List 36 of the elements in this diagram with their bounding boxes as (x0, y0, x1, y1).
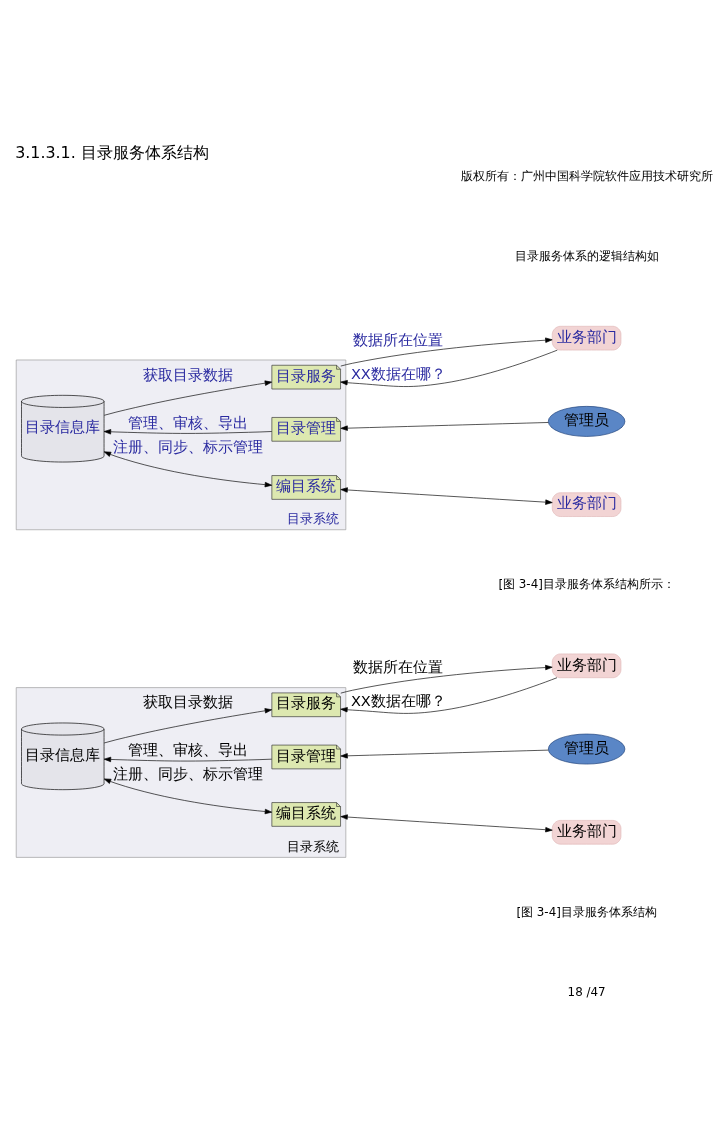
edge-label: 获取目录数据 (142, 694, 233, 711)
edge-label: 注册、同步、标示管理 (112, 439, 263, 456)
arrow (103, 380, 273, 416)
caption: [图 3-4]目录服务体系结构 (516, 904, 657, 919)
arrow (103, 778, 273, 815)
edge-label: 数据所在位置 (353, 332, 444, 349)
node-box: 业务部门 (551, 325, 622, 351)
arrow (103, 451, 273, 488)
node-ellipse: 管理员 (548, 406, 626, 437)
node-box: 业务部门 (551, 653, 622, 679)
arrow (340, 814, 553, 833)
arrow (103, 429, 273, 435)
edge-label: 管理、审核、导出 (127, 742, 248, 759)
arrow (340, 749, 549, 759)
arrow (340, 677, 558, 714)
arrow (103, 756, 273, 763)
node-box: 业务部门 (551, 820, 622, 845)
edge-label: 数据所在位置 (353, 659, 444, 676)
label: 目录服务体系的逻辑结构如 (514, 249, 659, 264)
label: 18 /47 (567, 985, 606, 1000)
edge-label: 管理、审核、导出 (127, 414, 248, 431)
arrow (340, 422, 549, 431)
diagram-title: 3.1.3.1. 目录服务体系结构 (15, 142, 209, 162)
edge-label: 注册、同步、标示管理 (112, 766, 263, 783)
edge-label: XX数据在哪？ (350, 365, 446, 382)
arrow (340, 337, 553, 367)
label: [图 3-4]目录服务体系结构所示： (498, 577, 675, 592)
edge-label: XX数据在哪？ (350, 692, 446, 709)
arrow (340, 487, 553, 505)
arrow (340, 349, 558, 387)
arrow (103, 708, 273, 744)
node-ellipse: 管理员 (548, 733, 626, 765)
arrow (340, 664, 553, 694)
edge-label: 获取目录数据 (142, 367, 233, 384)
label: 版权所有：广州中国科学院软件应用技术研究所 (460, 168, 713, 183)
node-box: 业务部门 (551, 492, 622, 517)
